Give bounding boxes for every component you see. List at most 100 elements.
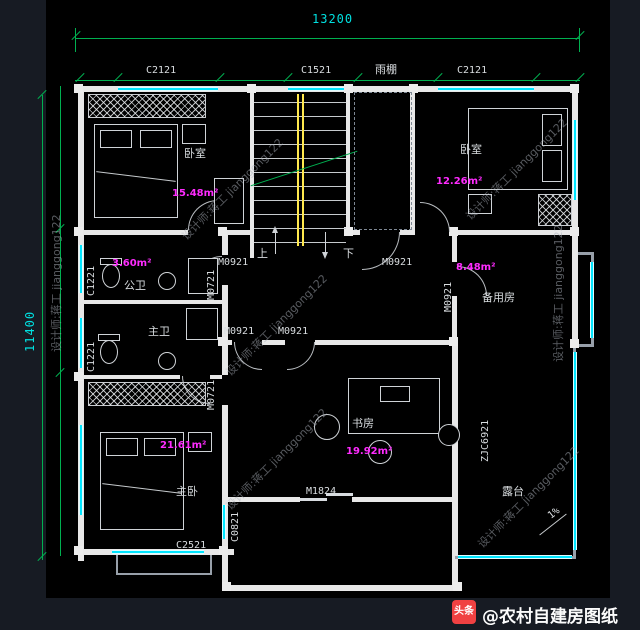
window-label-c2521: C2521: [176, 540, 207, 551]
dimension-line: [75, 38, 580, 39]
wall: [222, 285, 228, 375]
bay-wall: [578, 344, 594, 347]
door-label-m0921-1: M0921: [218, 257, 249, 268]
wall: [228, 497, 300, 502]
wardrobe: [538, 194, 572, 226]
area-label-master-bedroom: 21.61m²: [160, 440, 207, 451]
stair-step: [254, 228, 346, 229]
stairs-up-label: 上: [257, 247, 268, 260]
area-label-public-bath: 3.60m²: [112, 258, 152, 269]
column: [453, 582, 462, 591]
sliding-door: [326, 493, 353, 496]
stairs-down-label: 下: [343, 247, 354, 260]
room-label-master-bedroom: 主卧: [176, 485, 198, 498]
door-label-m1824: M1824: [306, 486, 337, 497]
window: [79, 318, 83, 368]
column: [222, 582, 231, 591]
stair-step: [254, 116, 346, 117]
dimension-extension: [579, 28, 580, 52]
shower: [186, 308, 218, 340]
wall: [78, 375, 180, 379]
column: [449, 337, 458, 346]
stair-step: [254, 186, 346, 187]
door-label-m0721-2: M0721: [206, 379, 217, 410]
door-label-m0721-1: M0721: [206, 269, 217, 300]
chair: [368, 440, 392, 464]
wall: [78, 300, 222, 304]
column: [74, 372, 83, 381]
footer-account-name: @农村自建房图纸: [482, 607, 618, 627]
wall: [450, 230, 578, 235]
wall: [452, 230, 457, 262]
pillow: [542, 150, 562, 182]
door-label-m0921-3: M0921: [224, 326, 255, 337]
room-label-spare-room: 备用房: [482, 291, 515, 304]
wall: [315, 340, 452, 345]
stair-wall: [346, 86, 350, 234]
window-label-zjc6921: ZJC6921: [480, 419, 491, 462]
stair-step: [254, 200, 346, 201]
wall: [210, 375, 222, 379]
pillow: [542, 114, 562, 146]
dimension-line: [42, 95, 43, 560]
window-label-c1521: C1521: [301, 65, 332, 76]
stair-wall: [250, 86, 254, 258]
column: [74, 227, 83, 236]
bay-wall: [116, 555, 118, 575]
wall: [400, 230, 410, 235]
window: [79, 425, 83, 515]
stair-up-arrow: [275, 232, 276, 254]
column: [218, 227, 227, 236]
window-label-c1221-lower: C1221: [86, 341, 97, 372]
watermark: 设计师:蒋工 jianggong122: [552, 224, 565, 362]
door-label-m0921-2: M0921: [382, 257, 413, 268]
dresser: [214, 178, 244, 224]
dimension-extension: [75, 28, 76, 52]
room-label-public-bath: 公卫: [124, 279, 146, 292]
wall: [228, 585, 458, 591]
bay-wall: [116, 573, 212, 575]
window-label-c0821: C0821: [230, 511, 241, 542]
canopy-outline: [354, 92, 412, 230]
wall: [78, 230, 188, 235]
stair-rail: [302, 94, 304, 246]
chair: [438, 424, 460, 446]
area-label-spare-room: 8.48m²: [456, 262, 496, 273]
wall: [222, 405, 228, 591]
pillow: [140, 130, 172, 148]
wardrobe: [88, 382, 206, 406]
stair-step: [254, 172, 346, 173]
room-label-terrace: 露台: [502, 485, 524, 498]
column: [74, 546, 83, 555]
wall: [218, 230, 252, 235]
computer-monitor: [380, 386, 410, 402]
watermark: 设计师:蒋工 jianggong122: [50, 214, 63, 352]
column: [344, 84, 353, 93]
room-label-master-bath: 主卫: [148, 325, 170, 338]
wall: [572, 86, 578, 342]
stair-step: [254, 102, 346, 103]
area-label-bedroom-tr: 12.26m²: [436, 176, 483, 187]
bay-wall: [578, 252, 594, 255]
window-label-c2121-left: C2121: [146, 65, 177, 76]
column: [449, 227, 458, 236]
dimension-width-label: 13200: [312, 12, 354, 26]
wall: [452, 342, 458, 591]
column: [247, 84, 256, 93]
pillow: [144, 438, 176, 456]
dimension-height-label: 11400: [23, 310, 37, 352]
room-label-study: 书房: [352, 417, 374, 430]
canopy-label: 雨棚: [375, 63, 397, 76]
window: [573, 120, 577, 200]
window-label-c2121-right: C2121: [457, 65, 488, 76]
column: [570, 227, 579, 236]
door-label-m0921-4: M0921: [278, 326, 309, 337]
column: [570, 339, 579, 348]
stair-step: [254, 130, 346, 131]
bay-wall: [210, 555, 212, 575]
column: [219, 546, 228, 555]
arrow-head-icon: [322, 252, 328, 259]
wardrobe: [88, 94, 206, 118]
toilet: [102, 264, 120, 288]
